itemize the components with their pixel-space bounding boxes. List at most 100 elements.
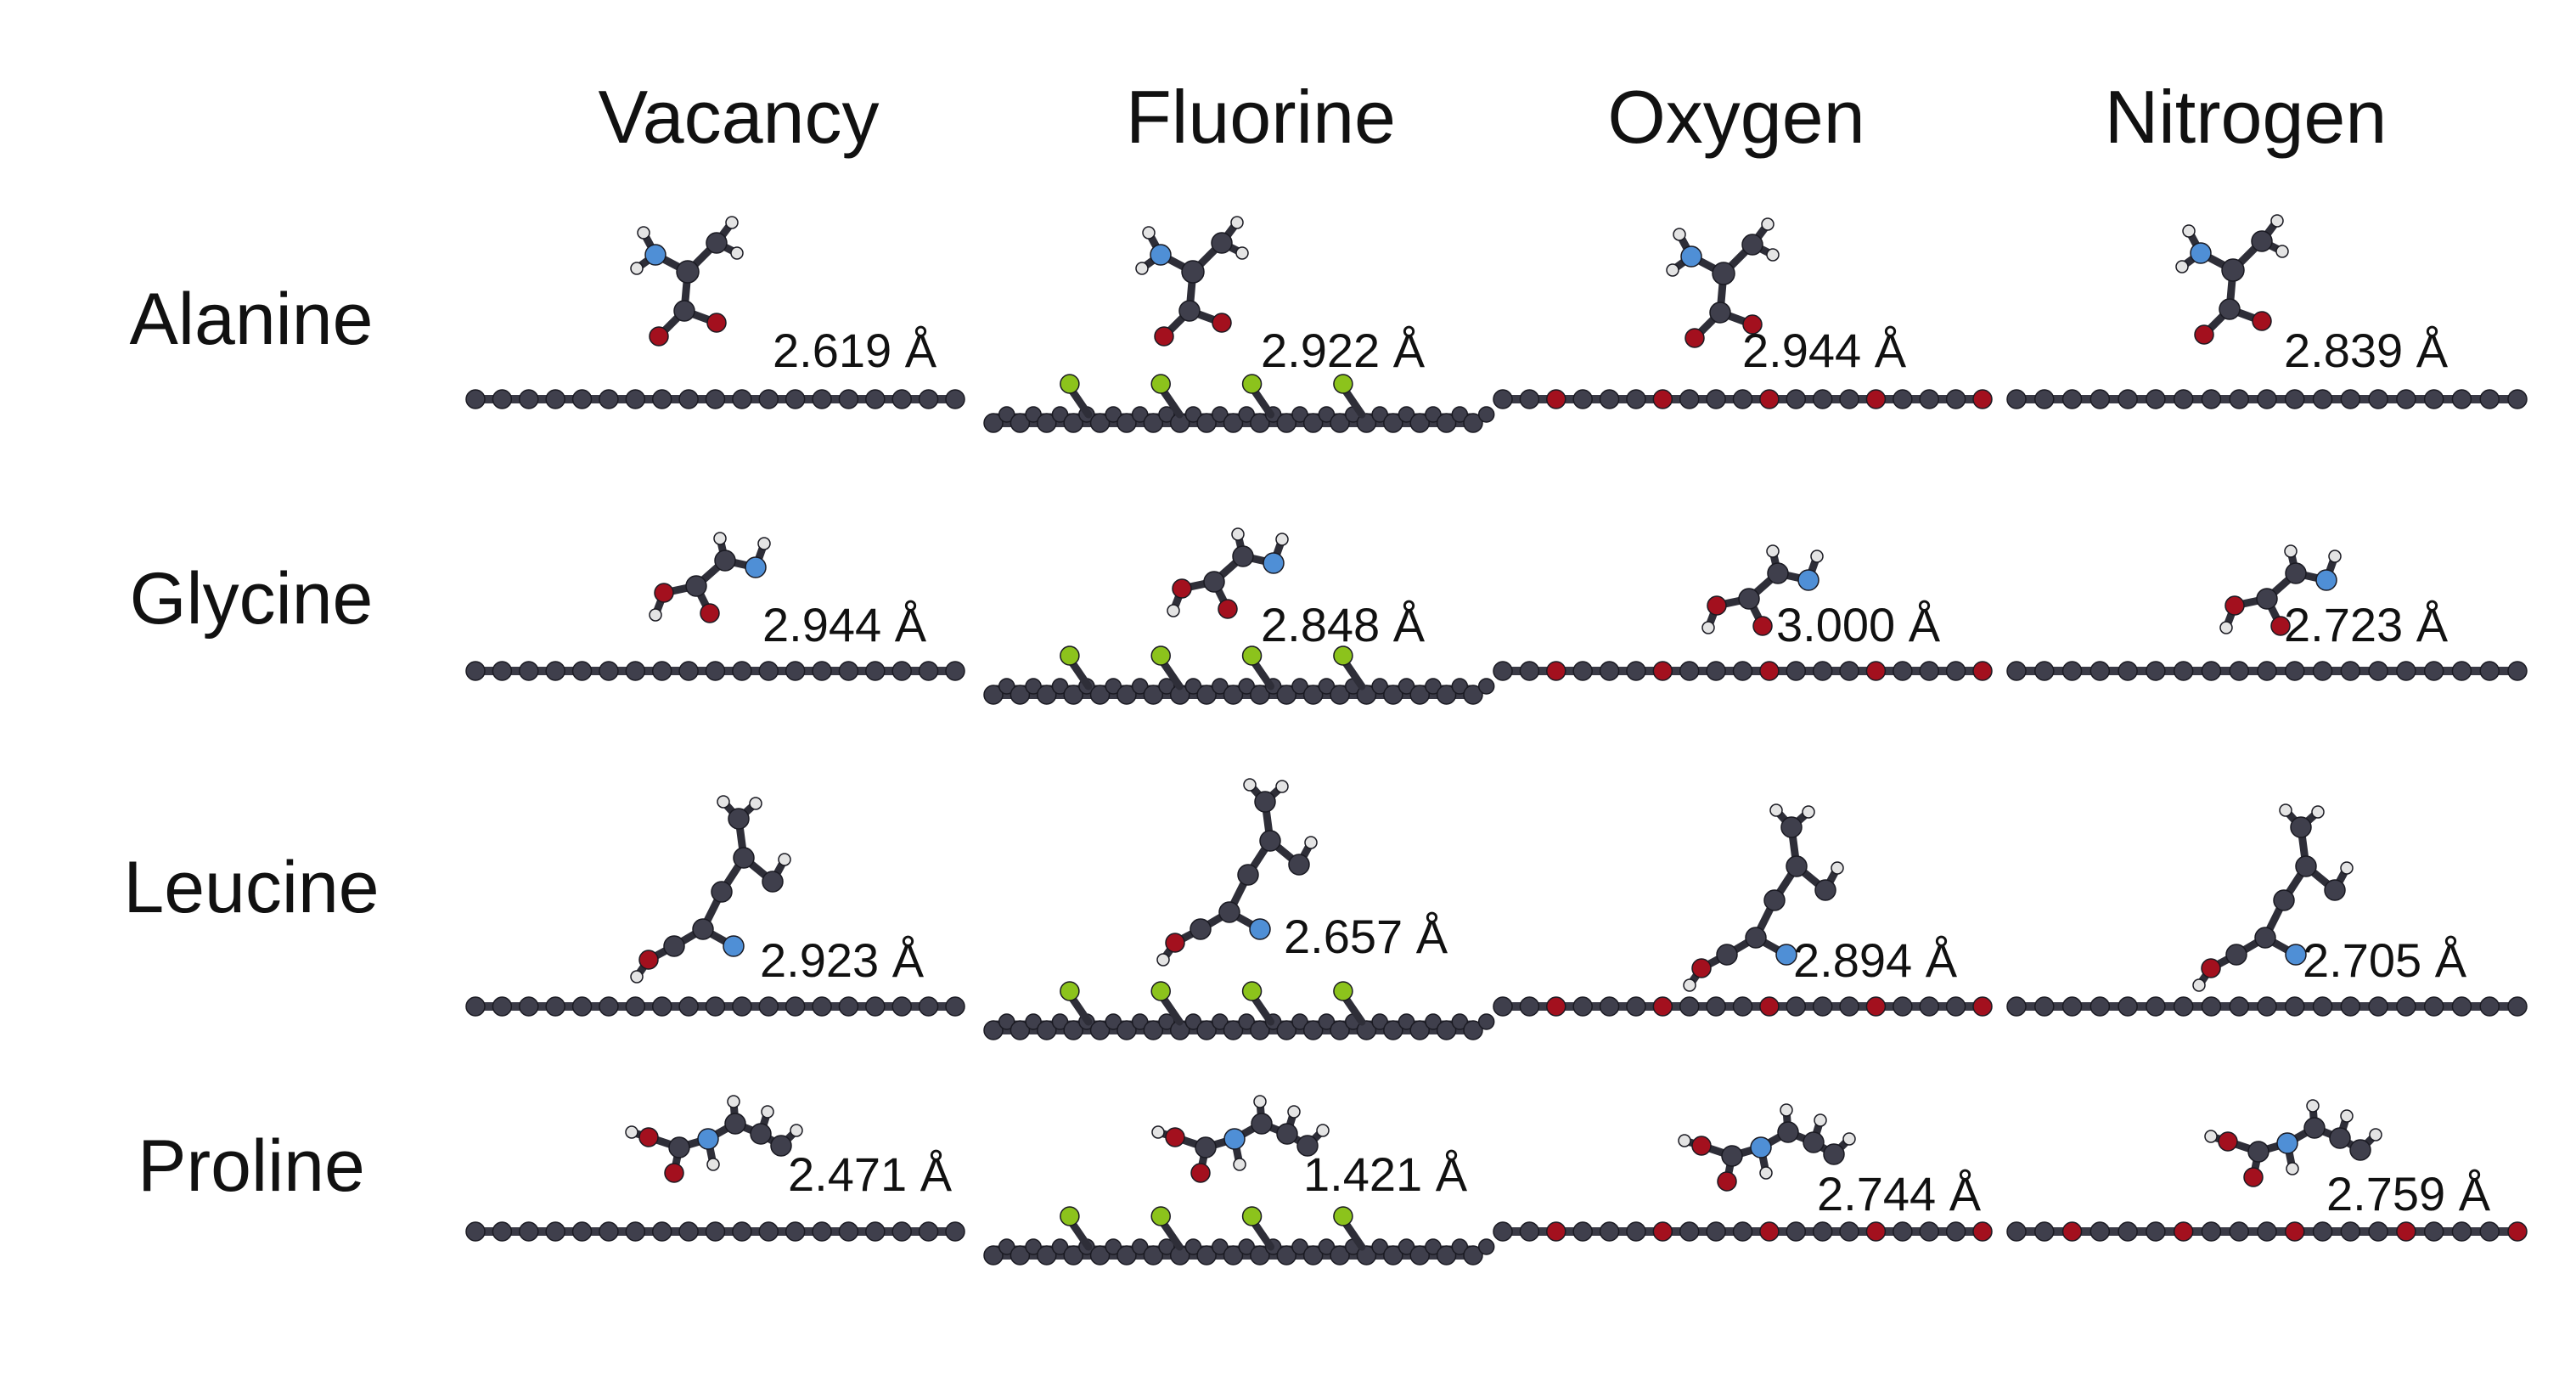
carbon-atom [1945, 1221, 1966, 1242]
hydrogen-atom [790, 1124, 803, 1137]
carbon-atom [1812, 996, 1833, 1017]
carbon-atom [1493, 661, 1513, 681]
hydrogen-atom [1683, 978, 1696, 992]
carbon-atom [2201, 1221, 2222, 1242]
carbon-atom [663, 935, 685, 957]
carbon-atom [1250, 413, 1270, 433]
carbon-atom [1250, 1245, 1270, 1265]
carbon-atom [1786, 389, 1807, 409]
carbon-atom [1398, 1013, 1415, 1030]
carbon-atom [1786, 1221, 1807, 1242]
carbon-atom [705, 389, 726, 409]
carbon-atom [676, 260, 700, 284]
carbon-atom [545, 661, 565, 681]
carbon-atom [1865, 996, 1887, 1017]
carbon-atom [625, 389, 646, 409]
carbon-atom [2006, 996, 2027, 1017]
carbon-atom [1893, 1221, 1913, 1242]
carbon-atom [1451, 1238, 1469, 1255]
carbon-atom [1626, 996, 1646, 1017]
hydrogen-atom [2175, 260, 2189, 273]
carbon-atom [2273, 889, 2295, 911]
panel-glycine-nitrogen [2006, 544, 2528, 681]
hydrogen-atom [1678, 1134, 1691, 1147]
carbon-atom [1839, 661, 1859, 681]
carbon-atom [1116, 1245, 1137, 1265]
carbon-atom [1436, 413, 1457, 433]
carbon-atom [1195, 1136, 1217, 1158]
carbon-atom [891, 996, 912, 1017]
carbon-atom [1383, 1245, 1403, 1265]
carbon-atom [1196, 1245, 1217, 1265]
carbon-atom [1131, 406, 1149, 423]
panel-alanine-fluorine [983, 216, 1495, 433]
carbon-atom [2229, 996, 2249, 1017]
carbon-atom [1546, 661, 1566, 681]
row-header-glycine: Glycine [130, 558, 374, 640]
carbon-atom [1383, 1020, 1403, 1040]
carbon-atom [1196, 1020, 1217, 1040]
carbon-atom [1919, 996, 1939, 1017]
panel-leucine-vacancy [465, 795, 965, 1017]
carbon-atom [2034, 661, 2055, 681]
carbon-atom [2061, 996, 2083, 1017]
oxygen-atom [1707, 595, 1727, 616]
carbon-atom [2285, 1221, 2305, 1242]
carbon-atom [2257, 661, 2277, 681]
hydrogen-atom [778, 853, 791, 866]
carbon-atom [1865, 1221, 1887, 1242]
carbon-atom [599, 389, 619, 409]
carbon-atom [2285, 389, 2305, 409]
carbon-atom [1652, 996, 1673, 1017]
oxygen-atom [1717, 1171, 1737, 1192]
carbon-atom [1010, 685, 1031, 705]
carbon-atom [2118, 661, 2138, 681]
nitrogen-atom [1775, 944, 1797, 966]
hydrogen-atom [1766, 248, 1780, 262]
carbon-atom [492, 996, 513, 1017]
oxygen-atom [2224, 595, 2245, 616]
hydrogen-atom [649, 608, 662, 622]
carbon-atom [1409, 685, 1430, 705]
hydrogen-atom [1842, 1132, 1856, 1146]
carbon-atom [1732, 661, 1753, 681]
hydrogen-atom [1761, 217, 1775, 231]
carbon-atom [2221, 258, 2245, 282]
carbon-atom [651, 996, 672, 1017]
carbon-atom [1276, 685, 1297, 705]
hydrogen-atom [1156, 953, 1170, 967]
carbon-atom [1519, 1221, 1540, 1242]
carbon-atom [1945, 996, 1966, 1017]
carbon-atom [2118, 996, 2138, 1017]
carbon-atom [1732, 389, 1753, 409]
nitrogen-atom [1249, 918, 1271, 940]
carbon-atom [1223, 1020, 1244, 1040]
carbon-atom [2303, 1117, 2326, 1139]
carbon-atom [2219, 298, 2241, 320]
carbon-atom [1425, 678, 1442, 695]
carbon-atom [1409, 413, 1430, 433]
carbon-atom [838, 1221, 859, 1242]
hydrogen-atom [1135, 262, 1149, 275]
carbon-atom [1738, 588, 1760, 610]
carbon-atom [1436, 1020, 1457, 1040]
hydrogen-atom [1759, 1166, 1773, 1180]
carbon-atom [1409, 1020, 1430, 1040]
carbon-atom [2201, 661, 2222, 681]
carbon-atom [1599, 389, 1620, 409]
carbon-atom [2396, 996, 2416, 1017]
carbon-atom [2451, 1221, 2472, 1242]
panel-proline-fluorine [983, 1095, 1495, 1265]
carbon-atom [1237, 864, 1259, 886]
nitrogen-atom [1680, 245, 1702, 268]
carbon-atom [1972, 996, 1993, 1017]
hydrogen-atom [2340, 861, 2354, 875]
hydrogen-atom [727, 1095, 740, 1108]
carbon-atom [983, 685, 1004, 705]
fluorine-atom [1241, 981, 1263, 1001]
carbon-atom [1089, 1245, 1111, 1265]
column-header-oxygen: Oxygen [1607, 75, 1865, 159]
carbon-atom [2006, 1221, 2027, 1242]
carbon-atom [1131, 678, 1149, 695]
carbon-atom [785, 389, 806, 409]
